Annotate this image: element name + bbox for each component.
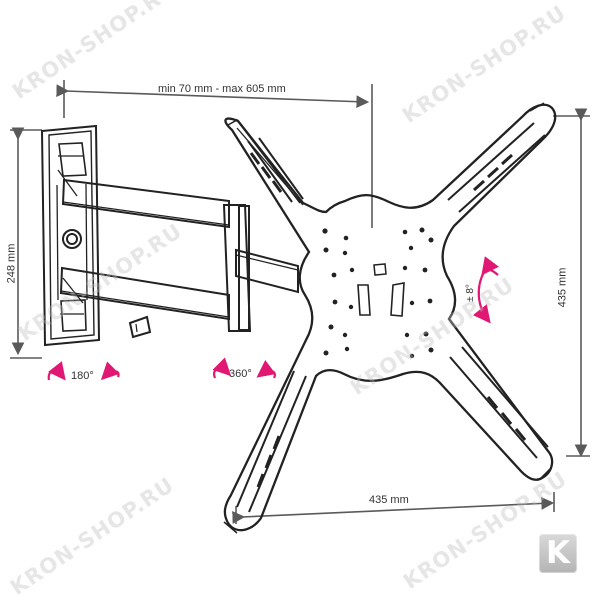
rotation-label-180: 180°: [71, 370, 94, 382]
dimension-lines: [10, 80, 590, 524]
rotation-label-360: 360°: [229, 368, 252, 380]
wall-plate: [40, 124, 101, 347]
k-logo-letter: K: [545, 535, 571, 571]
mounting-holes: [322, 227, 434, 359]
top-dimension-label: min 70 mm - max 605 mm: [158, 83, 286, 95]
left-dimension-label: 248 mm: [5, 243, 18, 284]
rotation-indicators: [47, 256, 499, 381]
k-logo: K: [539, 534, 577, 573]
right-dimension-label: 435 mm: [556, 267, 569, 308]
articulating-arms: [59, 178, 299, 339]
bottom-dimension-label: 435 mm: [369, 494, 409, 506]
vesa-plate: [223, 102, 557, 534]
